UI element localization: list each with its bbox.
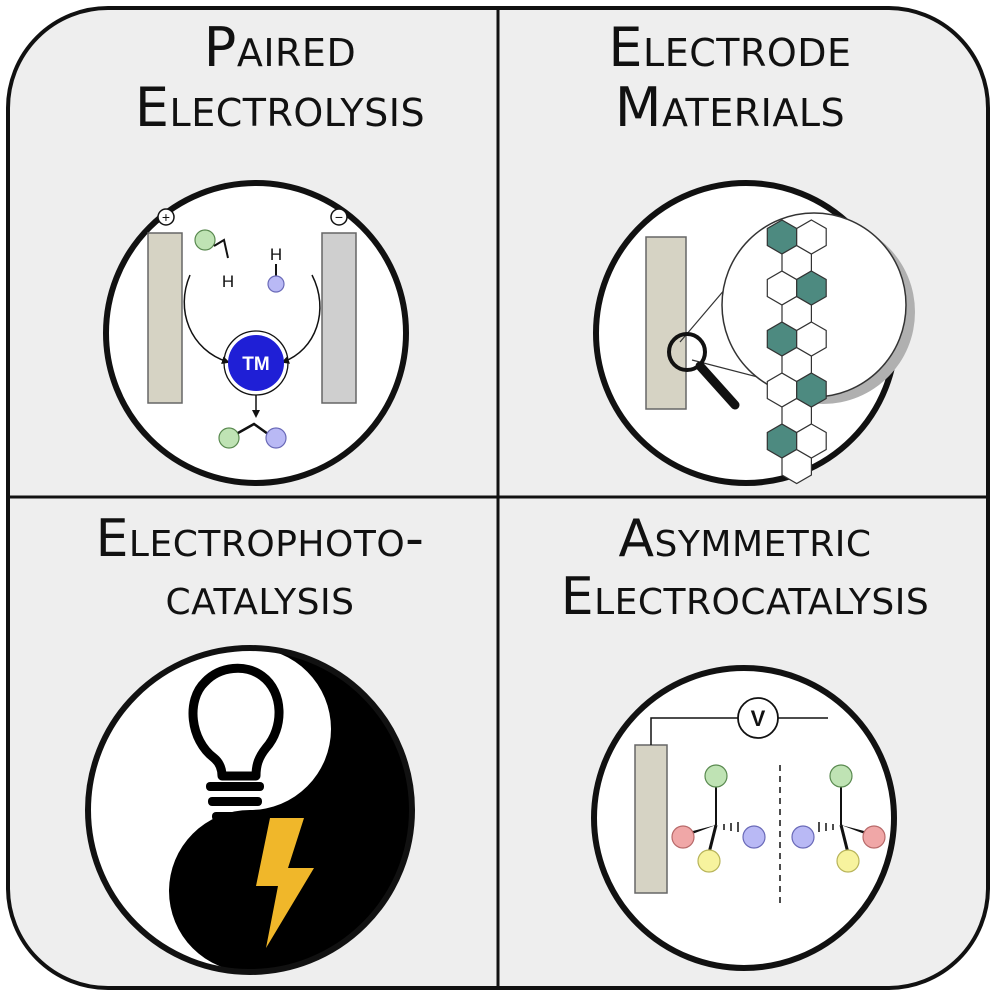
left-yellow-atom	[697, 849, 721, 873]
left-green-atom	[704, 764, 728, 788]
right-red-atom	[862, 825, 886, 849]
left-wedge-red	[687, 825, 716, 836]
title-line: Materials	[614, 76, 846, 140]
graphene-lattice	[766, 219, 827, 485]
graphene-hexagon	[796, 423, 827, 459]
tm-label: TM	[242, 354, 269, 375]
bulb-ring-1	[206, 782, 264, 791]
title-asymmetric-electrocatalysis: Asymmetric Electrocatalysis	[505, 509, 985, 628]
anode-symbol: +	[162, 209, 170, 225]
title-electrode-materials: Electrode Materials	[510, 16, 950, 140]
yinyang-black	[169, 648, 412, 972]
electrode-materials-illustration	[593, 180, 915, 486]
product-blue-atom	[265, 427, 287, 449]
electrode-bar	[645, 236, 687, 410]
graphene-hexagon	[796, 372, 827, 408]
asym-circle	[591, 665, 897, 971]
anode-electrode	[147, 232, 183, 404]
title-electrophotocatalysis: Electrophoto- catalysis	[30, 509, 490, 628]
h-label-left: H	[222, 272, 234, 291]
title-line: Electrode	[608, 16, 852, 79]
title-line: Electrocatalysis	[560, 567, 930, 628]
title-line: Electrolysis	[134, 76, 426, 140]
asym-electrode	[634, 744, 668, 894]
product-green-atom	[218, 427, 240, 449]
bulb-ring-3	[212, 812, 258, 821]
cathode-symbol: −	[335, 209, 343, 225]
right-hash-bond	[818, 822, 834, 832]
magnifier-lens	[667, 332, 707, 372]
graphene-hexagon	[796, 219, 827, 255]
bulb-ring-2	[208, 797, 262, 806]
voltmeter	[737, 697, 779, 739]
title-line: Electrophoto-	[95, 509, 425, 569]
paired-electrolysis-illustration: + − H H TM	[103, 180, 409, 486]
product-bond	[237, 422, 269, 436]
photo-circle	[85, 645, 415, 975]
arrow-right-to-tm	[281, 274, 321, 364]
lightbulb-icon	[188, 663, 284, 781]
right-green-atom	[829, 764, 853, 788]
arrow-left-to-tm	[183, 274, 230, 365]
asymmetric-electrocatalysis-illustration: V	[591, 665, 897, 971]
h-label-right: H	[270, 245, 282, 264]
tm-catalyst	[228, 335, 284, 391]
circuit-wire-left	[650, 717, 738, 745]
title-line: Paired	[203, 16, 357, 79]
left-blue-atom	[742, 825, 766, 849]
electrophotocatalysis-illustration	[85, 645, 415, 975]
substrate-green-atom	[194, 229, 216, 251]
right-wedge-red	[841, 825, 870, 836]
substrate-bond	[213, 238, 229, 259]
left-hash-bond	[723, 822, 739, 832]
anode-terminal	[157, 208, 175, 226]
substrate-blue-atom	[267, 275, 285, 293]
magnifier-handle	[695, 361, 740, 410]
right-blue-atom	[791, 825, 815, 849]
left-red-atom	[671, 825, 695, 849]
graphene-hexagon	[796, 270, 827, 306]
lightning-bolt-icon	[256, 818, 314, 948]
right-yellow-atom	[836, 849, 860, 873]
cathode-electrode	[321, 232, 357, 404]
title-line: catalysis	[165, 567, 355, 628]
cathode-terminal	[330, 208, 348, 226]
graphene-hexagon	[796, 321, 827, 357]
voltmeter-label: V	[751, 706, 766, 731]
title-line: Asymmetric	[618, 509, 872, 569]
title-paired-electrolysis: Paired Electrolysis	[60, 16, 500, 140]
